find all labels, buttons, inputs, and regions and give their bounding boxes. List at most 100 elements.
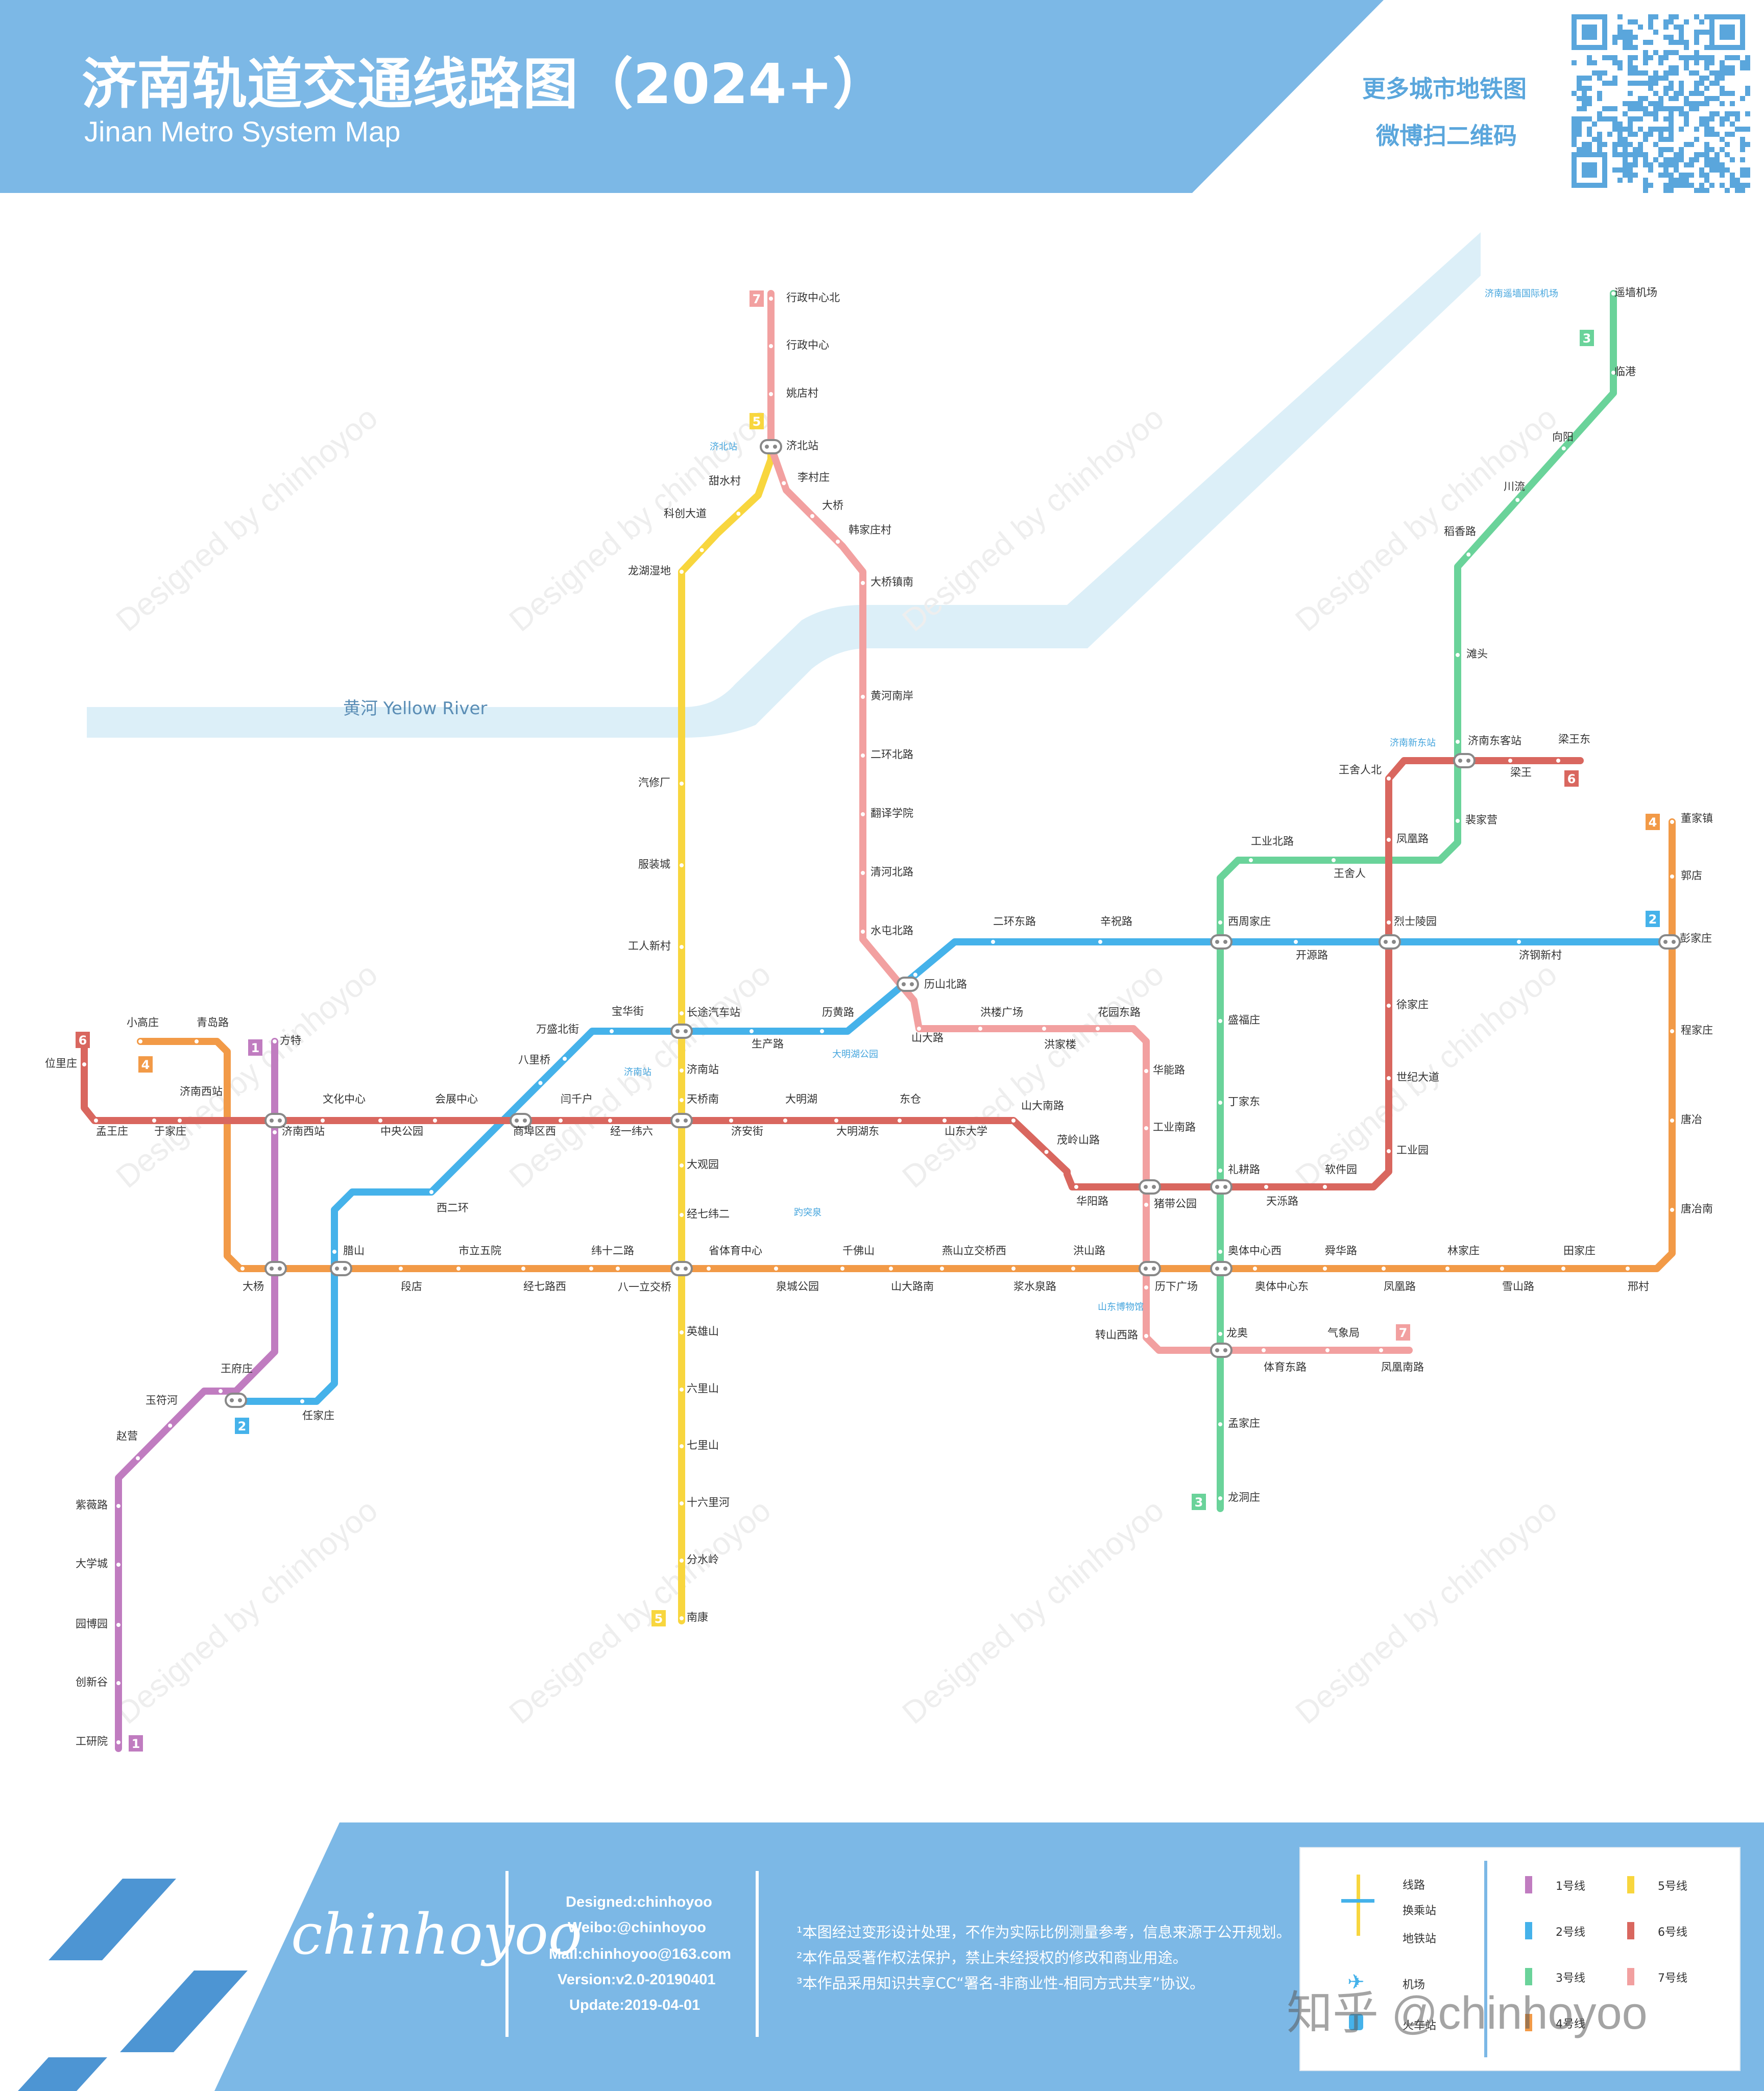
station-dot[interactable]	[836, 540, 840, 544]
station-label[interactable]: 徐家庄	[1396, 999, 1429, 1011]
station-label[interactable]: 程家庄	[1681, 1024, 1713, 1036]
station-label[interactable]: 经七纬二	[687, 1208, 730, 1220]
station-label[interactable]: 茂岭山路	[1057, 1134, 1100, 1146]
station-label[interactable]: 大桥镇南	[871, 576, 913, 588]
station-dot[interactable]	[1670, 1208, 1674, 1212]
interchange-station[interactable]	[264, 1113, 287, 1128]
station-label[interactable]: 洪楼广场	[980, 1006, 1023, 1018]
station-dot[interactable]	[1508, 759, 1512, 763]
station-dot[interactable]	[1387, 920, 1391, 925]
station-label[interactable]: 文化中心	[323, 1093, 366, 1105]
station-dot[interactable]	[750, 1029, 754, 1033]
station-label[interactable]: 腊山	[343, 1245, 365, 1257]
station-dot[interactable]	[1456, 819, 1460, 823]
station-label[interactable]: 彭家庄	[1680, 932, 1712, 944]
station-dot[interactable]	[913, 972, 917, 977]
interchange-station[interactable]	[1210, 1261, 1233, 1276]
station-dot[interactable]	[456, 1267, 461, 1271]
station-label[interactable]: 英雄山	[687, 1325, 719, 1338]
station-label[interactable]: 八里桥	[518, 1054, 550, 1066]
station-label[interactable]: 开源路	[1296, 949, 1328, 961]
station-dot[interactable]	[1611, 291, 1615, 296]
station-dot[interactable]	[680, 1501, 684, 1505]
station-dot[interactable]	[433, 1119, 437, 1123]
interchange-station[interactable]	[264, 1261, 287, 1276]
station-dot[interactable]	[1561, 1267, 1565, 1271]
station-dot[interactable]	[136, 1456, 140, 1461]
station-label[interactable]: 唐冶	[1681, 1113, 1702, 1126]
station-dot[interactable]	[116, 1623, 120, 1627]
station-label[interactable]: 龙湖湿地	[628, 565, 671, 577]
station-label[interactable]: 舜华路	[1325, 1245, 1357, 1257]
station-label[interactable]: 梁王东	[1558, 733, 1590, 745]
station-label[interactable]: 创新谷	[76, 1676, 108, 1688]
station-label[interactable]: 凤凰路	[1384, 1280, 1416, 1293]
station-dot[interactable]	[138, 1039, 142, 1043]
station-dot[interactable]	[1387, 838, 1391, 842]
station-label[interactable]: 紫薇路	[76, 1499, 108, 1511]
station-label[interactable]: 洪山路	[1073, 1245, 1105, 1257]
station-label[interactable]: 董家镇	[1681, 812, 1713, 824]
station-label[interactable]: 孟王庄	[96, 1125, 128, 1137]
station-dot[interactable]	[736, 512, 741, 516]
station-label[interactable]: 遥墙机场	[1614, 286, 1657, 299]
station-label[interactable]: 千佛山	[842, 1245, 875, 1257]
station-dot[interactable]	[273, 1130, 277, 1134]
station-label[interactable]: 闫千户	[561, 1093, 593, 1105]
station-label[interactable]: 长途汽车站	[687, 1006, 740, 1018]
station-dot[interactable]	[1466, 552, 1471, 557]
metro-line-2[interactable]	[232, 938, 1673, 1405]
station-dot[interactable]	[820, 1029, 824, 1033]
station-label[interactable]: 奥体中心西	[1228, 1245, 1282, 1257]
station-dot[interactable]	[680, 570, 684, 574]
station-dot[interactable]	[610, 1029, 614, 1033]
station-label[interactable]: 华能路	[1153, 1064, 1185, 1076]
station-dot[interactable]	[1445, 1267, 1449, 1271]
station-label[interactable]: 烈士陵园	[1394, 915, 1437, 928]
station-label[interactable]: 大明湖	[785, 1093, 817, 1105]
station-label[interactable]: 川流	[1504, 480, 1525, 493]
station-dot[interactable]	[774, 1267, 778, 1271]
station-label[interactable]: 工业南路	[1153, 1121, 1196, 1133]
station-dot[interactable]	[1218, 1169, 1222, 1173]
station-label[interactable]: 洪家楼	[1044, 1038, 1076, 1051]
station-dot[interactable]	[1218, 1250, 1222, 1254]
station-label[interactable]: 翻译学院	[871, 807, 913, 819]
interchange-station[interactable]	[1210, 934, 1233, 950]
station-label[interactable]: 雪山路	[1502, 1280, 1534, 1293]
station-label[interactable]: 方特	[280, 1034, 301, 1047]
station-dot[interactable]	[1144, 1203, 1148, 1207]
station-label[interactable]: 经七路西	[523, 1280, 566, 1293]
station-dot[interactable]	[1218, 920, 1222, 925]
station-label[interactable]: 科创大道	[664, 507, 707, 520]
interchange-station[interactable]	[760, 439, 782, 454]
station-dot[interactable]	[769, 344, 773, 348]
station-dot[interactable]	[1332, 858, 1336, 862]
station-label[interactable]: 任家庄	[302, 1409, 334, 1422]
interchange-station[interactable]	[1139, 1261, 1161, 1276]
station-dot[interactable]	[707, 1267, 711, 1271]
station-dot[interactable]	[1670, 1029, 1674, 1033]
station-label[interactable]: 段店	[401, 1280, 422, 1293]
station-dot[interactable]	[1323, 1267, 1327, 1271]
station-label[interactable]: 山大路南	[891, 1280, 934, 1293]
station-dot[interactable]	[1144, 1126, 1148, 1130]
station-dot[interactable]	[1670, 820, 1674, 824]
station-dot[interactable]	[680, 1330, 684, 1334]
station-label[interactable]: 中央公园	[380, 1125, 423, 1137]
station-label[interactable]: 东仓	[900, 1093, 921, 1105]
station-dot[interactable]	[898, 1119, 902, 1123]
station-label[interactable]: 孟家庄	[1228, 1417, 1260, 1429]
station-label[interactable]: 汽修厂	[638, 776, 670, 789]
station-label[interactable]: 西二环	[437, 1202, 469, 1214]
station-label[interactable]: 水屯北路	[871, 925, 913, 937]
interchange-station[interactable]	[670, 1024, 693, 1039]
station-label[interactable]: 林家庄	[1447, 1245, 1480, 1257]
station-dot[interactable]	[1218, 1496, 1222, 1500]
interchange-station[interactable]	[1210, 1179, 1233, 1195]
station-dot[interactable]	[273, 1039, 277, 1043]
station-dot[interactable]	[1456, 740, 1460, 744]
station-dot[interactable]	[680, 782, 684, 786]
interchange-station[interactable]	[1658, 934, 1681, 950]
station-dot[interactable]	[82, 1062, 86, 1066]
